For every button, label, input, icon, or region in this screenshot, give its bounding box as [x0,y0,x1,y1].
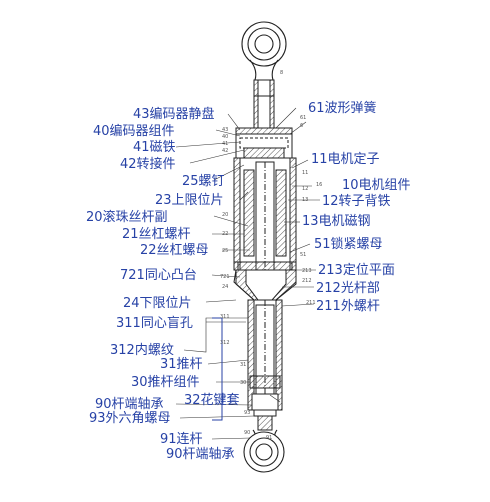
motor-housing [233,157,297,283]
label-721-boss: 721同心凸台 [120,268,197,283]
label-31-push-rod: 31推杆 [160,357,203,372]
callout-24: 24 [222,284,229,290]
label-21-screw-shaft: 21丝杠螺杆 [122,227,191,242]
label-30-push-rod-assembly: 30推杆组件 [131,375,200,390]
label-312-inner-thread: 312内螺纹 [110,343,174,358]
label-32-spline-sleeve: 32花键套 [184,393,240,408]
callout-8: 8 [280,70,284,76]
top-stem [253,79,275,129]
encoder-cap [235,127,293,159]
callout-40: 40 [222,134,229,140]
label-311-blind-hole: 311同心盲孔 [116,316,193,331]
label-13-motor-magnet: 13电机磁钢 [302,214,371,229]
callout-16: 16 [316,182,323,188]
callout-13: 13 [302,197,309,203]
callout-93: 93 [244,410,251,416]
callout-61: 61 [300,115,307,121]
callout-91: 91 [266,435,273,441]
label-212-polished-rod: 212光杆部 [316,281,380,296]
callout-312: 312 [220,340,230,346]
label-41-magnet: 41磁铁 [133,140,176,155]
label-24-lower-limit: 24下限位片 [123,296,192,311]
label-90-rod-end-bearing-bottom: 90杆端轴承 [166,447,235,462]
label-23-upper-limit: 23上限位片 [155,193,224,208]
callout-42: 42 [222,148,229,154]
label-22-screw-nut: 22丝杠螺母 [140,243,209,258]
callout-51: 51 [300,252,307,258]
callout-31: 31 [240,362,247,368]
callout-211: 211 [306,300,316,306]
label-93-hex-nut: 93外六角螺母 [89,411,171,426]
top-rod-end-bearing [241,21,287,81]
label-211-outer-screw: 211外螺杆 [316,299,380,314]
callout-41: 41 [222,141,229,147]
assembly-bracket [212,317,223,421]
callout-311: 311 [220,314,230,320]
label-61-wave-spring: 61波形弹簧 [308,101,377,116]
callout-20: 20 [222,212,229,218]
lower-stem [253,409,277,431]
label-43-encoder-disc: 43编码器静盘 [133,107,215,122]
bottom-rod-end-bearing [243,429,285,473]
label-11-stator: 11电机定子 [311,152,380,167]
label-25-screw: 25螺钉 [182,174,225,189]
label-20-ball-screw: 20滚珠丝杆副 [86,210,168,225]
label-91-connecting-rod: 91连杆 [160,432,203,447]
label-42-adapter: 42转接件 [120,157,176,172]
leader-lines [175,107,320,440]
callout-43: 43 [222,127,229,133]
callout-212: 212 [302,278,312,284]
label-90-rod-end-bearing-top: 90杆端轴承 [95,397,164,412]
label-40-encoder-assembly: 40编码器组件 [93,124,175,139]
tapered-section [233,269,297,301]
label-51-lock-nut: 51锁紧螺母 [314,237,383,252]
callout-25: 25 [222,248,229,254]
callout-22: 22 [222,231,229,237]
callout-6: 6 [300,123,304,129]
callout-12: 12 [302,186,309,192]
label-10-motor-assembly: 10电机组件 [342,178,411,193]
callout-213: 213 [302,268,312,274]
push-rod-tube [247,299,283,411]
label-213-locating-plane: 213定位平面 [318,263,395,278]
callout-90: 90 [244,430,251,436]
callout-30: 30 [240,380,247,386]
callout-11: 11 [302,170,309,176]
label-12-rotor-back-iron: 12转子背铁 [322,194,391,209]
callout-721: 721 [220,274,230,280]
